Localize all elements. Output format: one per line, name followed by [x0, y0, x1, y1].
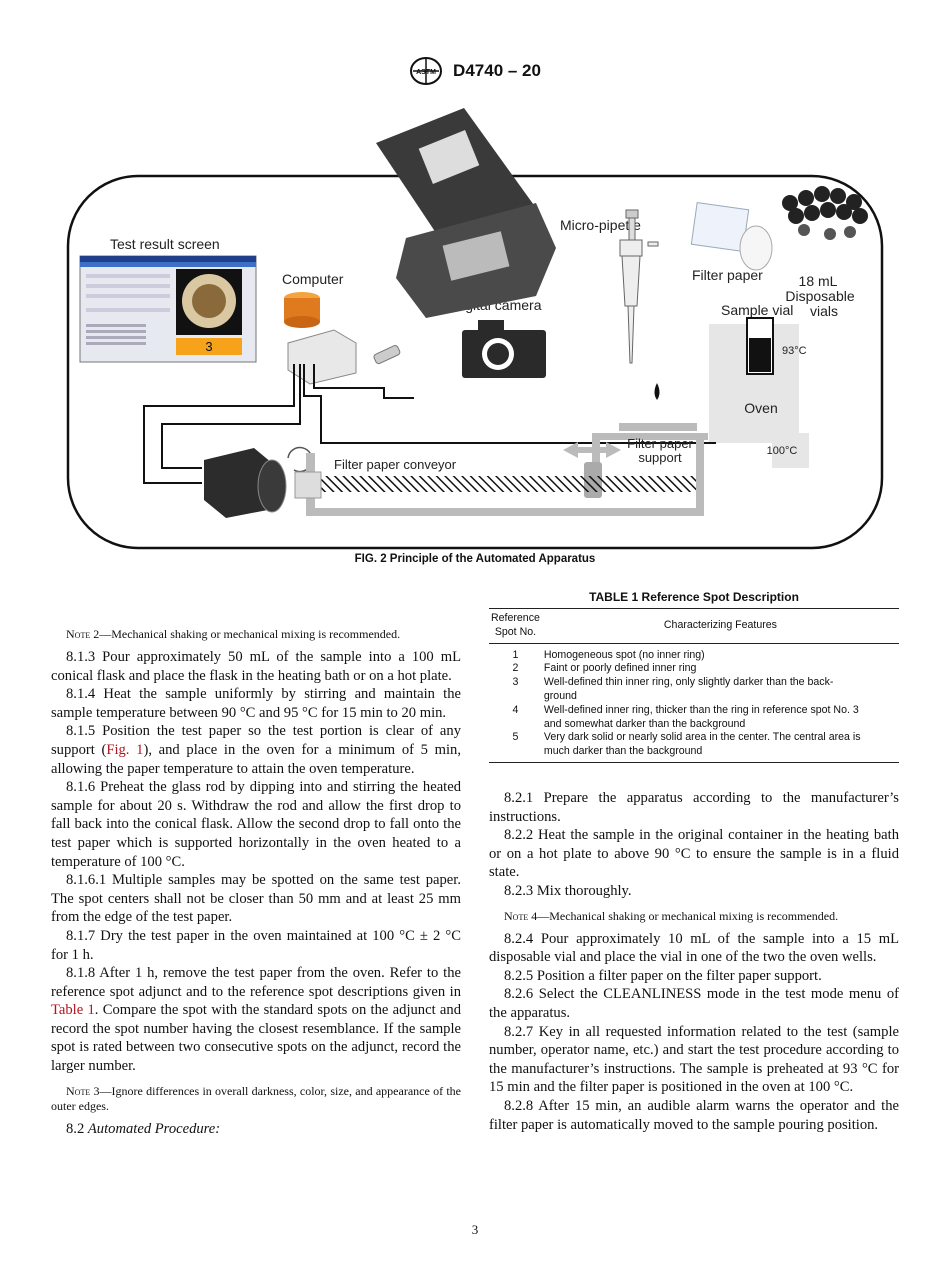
- label-conveyor: Filter paper conveyor: [334, 457, 457, 472]
- label-vials-2: Disposable: [785, 288, 854, 304]
- para-8-1-4: 8.1.4 Heat the sample uniformly by stirr…: [51, 686, 461, 721]
- spot-description: Faint or poorly defined inner ring: [543, 662, 697, 675]
- stepper-motor-icon: [204, 446, 313, 518]
- note-text: —Ignore differences in overall darkness,…: [51, 1083, 462, 1113]
- spot-number: 4: [512, 703, 519, 716]
- desc-line: ground: [543, 689, 577, 702]
- table-title: TABLE 1 Reference Spot Description: [589, 590, 799, 604]
- apparatus-case: [376, 108, 556, 318]
- digital-camera-icon: [462, 320, 546, 378]
- spot-number: 5: [489, 731, 542, 763]
- desc-line: Well-defined thin inner ring, only sligh…: [543, 676, 834, 689]
- note-3: Note 3—Ignore differences in overall dar…: [51, 1084, 461, 1114]
- left-column: Note 2—Mechanical shaking or mechanical …: [51, 619, 461, 1138]
- para-8-2-1: 8.2.1 Prepare the apparatus according to…: [489, 790, 899, 825]
- label-oven: Oven: [744, 400, 777, 416]
- note-label: Note 3: [66, 1083, 100, 1098]
- right-column: 8.2.1 Prepare the apparatus according to…: [489, 789, 899, 1134]
- label-vials-1: 18 mL: [799, 273, 838, 289]
- label-vials-3: vials: [810, 303, 838, 319]
- para-8-1-3: 8.1.3 Pour approximately 50 mL of the sa…: [51, 649, 461, 684]
- table-header-features: Characterizing Features: [541, 608, 899, 644]
- table-1-link[interactable]: Table 1: [51, 1002, 95, 1019]
- desc-line: and somewhat darker than the background: [543, 717, 746, 730]
- para-text: . Compare the spot with the standard spo…: [51, 1002, 461, 1075]
- apparatus-diagram: Test result screen 3 Computer Digital ca…: [66, 108, 884, 550]
- spot-description: Homogeneous spot (no inner ring): [543, 648, 705, 661]
- para-text: 8.1.5 Position the test paper so the tes…: [51, 723, 461, 758]
- computer-icon: [284, 292, 401, 385]
- label-oven-temp: 93°C: [782, 345, 807, 357]
- note-label: Note 4: [504, 908, 538, 923]
- para-8-2: 8.2 Automated Procedure:: [51, 1120, 461, 1139]
- para-8-1-5: 8.1.5 Position the test paper so the tes…: [51, 722, 461, 778]
- table-row: 1 Homogeneous spot (no inner ring): [489, 643, 899, 662]
- para-8-1-6-1: 8.1.6.1 Multiple samples may be spotted …: [51, 872, 461, 926]
- table-row: 3 Well-defined thin inner ring, only sli…: [489, 676, 899, 704]
- table-row: 4 Well-defined inner ring, thicker than …: [489, 704, 899, 732]
- note-label: Note 2: [66, 627, 100, 641]
- para-8-2-3: 8.2.3 Mix thoroughly.: [504, 882, 632, 899]
- label-test-result-screen: Test result screen: [110, 236, 220, 252]
- para-text: 8.1.8 After 1 h, remove the test paper f…: [51, 965, 461, 1000]
- desc-line: Well-defined inner ring, thicker than th…: [543, 703, 859, 716]
- note-2: Note 2—Mechanical shaking or mechanical …: [51, 627, 461, 642]
- para-8-2-5: 8.2.5 Position a filter paper on the fil…: [504, 967, 822, 984]
- page-number: 3: [471, 1222, 479, 1237]
- section-number: 8.2: [66, 1120, 88, 1137]
- header-line: Reference: [491, 612, 540, 624]
- test-result-screen: 3: [79, 255, 257, 363]
- note-text: —Mechanical shaking or mechanical mixing…: [99, 627, 401, 641]
- label-computer: Computer: [282, 271, 344, 287]
- filter-paper-icon: [690, 202, 773, 271]
- para-8-2-4: 8.2.4 Pour approximately 10 mL of the sa…: [489, 930, 899, 966]
- para-8-2-8: 8.2.8 After 15 min, an audible alarm war…: [489, 1097, 899, 1133]
- screen-result-value: 3: [205, 339, 212, 354]
- desc-line: Very dark solid or nearly solid area in …: [543, 731, 861, 744]
- note-4: Note 4—Mechanical shaking or mechanical …: [489, 909, 899, 924]
- para-8-2-7: 8.2.7 Key in all requested information r…: [489, 1023, 899, 1096]
- spot-description: Well-defined thin inner ring, only sligh…: [542, 676, 899, 704]
- spot-number: 2: [512, 662, 519, 675]
- para-text: ), and place in the oven for a minimum o…: [51, 741, 462, 777]
- label-conveyor-temp: 100°C: [767, 445, 798, 457]
- table-header-spot-no: Reference Spot No.: [489, 608, 542, 644]
- micro-pipette-icon: [619, 209, 660, 400]
- reference-spot-table: Reference Spot No. Characterizing Featur…: [489, 608, 899, 763]
- para-8-2-2: 8.2.2 Heat the sample in the original co…: [489, 827, 899, 881]
- label-micro-pipette: Micro-pipette: [560, 217, 641, 233]
- para-8-1-7: 8.1.7 Dry the test paper in the oven mai…: [51, 927, 461, 963]
- para-8-1-6: 8.1.6 Preheat the glass rod by dipping i…: [51, 779, 461, 870]
- desc-line: much darker than the background: [543, 745, 703, 758]
- table-row: 2 Faint or poorly defined inner ring: [489, 662, 899, 676]
- document-code: D4740 – 20: [453, 61, 541, 80]
- para-8-2-6: 8.2.6 Select the CLEANLINESS mode in the…: [489, 986, 899, 1021]
- conveyor-belt: [294, 440, 704, 516]
- spot-number: 1: [512, 648, 519, 661]
- connection-cables: [143, 364, 716, 484]
- label-support-1: Filter paper: [627, 436, 693, 451]
- note-text: —Mechanical shaking or mechanical mixing…: [537, 908, 839, 923]
- fig-1-link[interactable]: Fig. 1: [106, 741, 144, 758]
- svg-text:ASTM: ASTM: [416, 69, 436, 76]
- oven-block: [709, 317, 809, 468]
- header-line: Spot No.: [494, 625, 537, 638]
- disposable-vials-icon: [782, 186, 868, 240]
- spot-number: 3: [512, 676, 519, 689]
- figure-caption: FIG. 2 Principle of the Automated Appara…: [354, 553, 596, 565]
- table-row: 5 Very dark solid or nearly solid area i…: [489, 731, 899, 763]
- spot-description: Well-defined inner ring, thicker than th…: [542, 704, 899, 732]
- spot-description: Very dark solid or nearly solid area in …: [541, 731, 899, 763]
- page-header: ASTM D4740 – 20: [0, 56, 950, 86]
- label-support-2: support: [638, 450, 682, 465]
- astm-logo-icon: ASTM: [410, 57, 443, 85]
- label-sample-vial: Sample vial: [721, 302, 793, 318]
- para-8-1-8: 8.1.8 After 1 h, remove the test paper f…: [51, 964, 461, 1076]
- section-title: Automated Procedure:: [87, 1120, 221, 1137]
- label-filter-paper: Filter paper: [692, 267, 763, 283]
